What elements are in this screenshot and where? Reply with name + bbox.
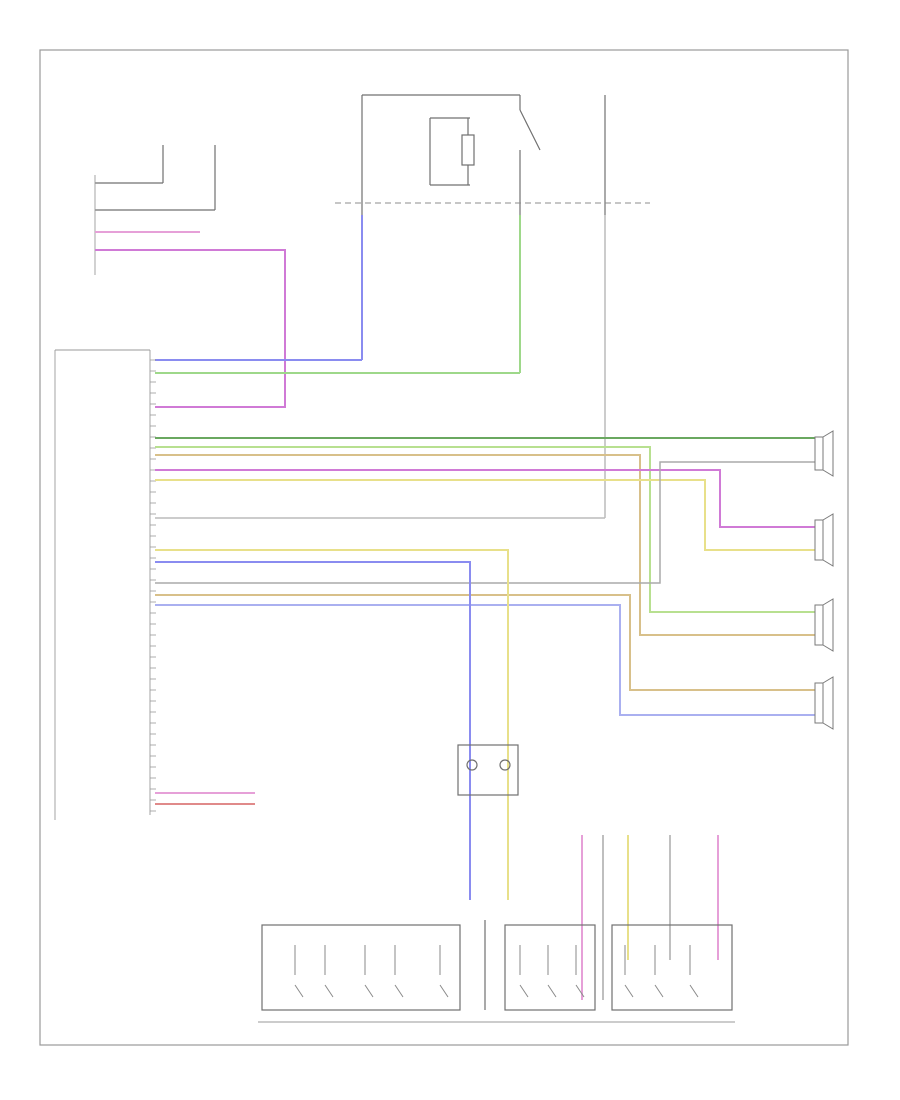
switch-contact [364,984,374,998]
switch-contacts [294,945,699,998]
switch-contact [654,984,664,998]
switch-contact [324,984,334,998]
switch-contact [519,984,529,998]
switch-contact [394,984,404,998]
speaker-cone [822,676,834,730]
speaker-body [814,604,824,646]
switch-contact [294,984,304,998]
speakers [814,430,834,730]
wire-blue-vertical [155,215,363,361]
speaker-body [814,436,824,471]
wire-pink-lower [155,792,255,805]
wire-gray-speaker-ground [155,461,815,584]
fuse-relay-block [361,94,606,215]
diagram-frame [39,49,849,1046]
speaker-body [814,519,824,561]
speaker-cone [822,598,834,652]
wire-blue-steering [155,561,471,900]
switch-contact [439,984,449,998]
clock-spring [457,744,519,796]
audio-control-module [54,349,151,820]
switch-contact [689,984,699,998]
wire-gray-vertical [155,215,606,519]
steering-switch-pack [258,920,735,1023]
wire-lime-speaker [155,446,815,613]
switch-contact [624,984,634,998]
speaker-body [814,682,824,724]
wire-yellow-steering [155,549,509,900]
wire-yellow-speaker [155,479,815,551]
switch-contact [547,984,557,998]
wire-green-vertical [155,215,521,374]
wire-magenta-speaker [155,469,815,528]
ground-symbols [95,145,216,211]
module-pins [150,359,156,812]
wire-lavender-rear-right [155,604,815,716]
wire-magenta-top [95,231,286,408]
wire-tan-speaker [155,454,815,636]
speaker-cone [822,430,834,477]
lower-right-wires [581,835,719,1000]
switch-contact [575,984,585,998]
wire-tan-rear-right [155,594,815,691]
speaker-cone [822,513,834,567]
